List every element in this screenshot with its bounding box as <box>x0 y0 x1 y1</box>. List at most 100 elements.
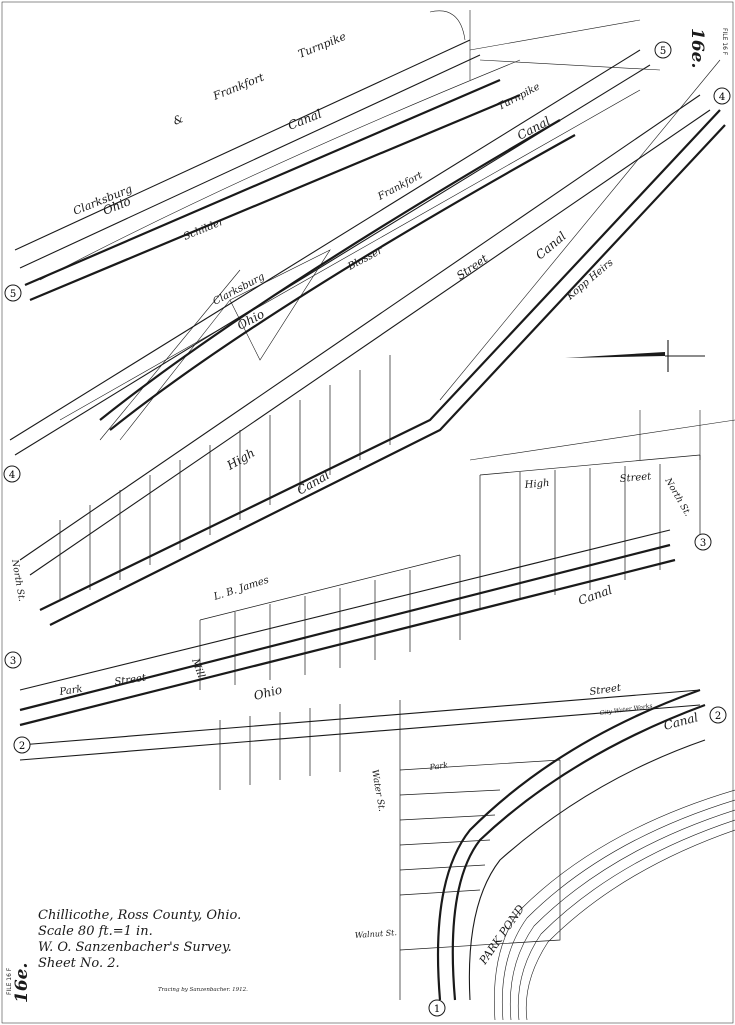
cross-streets <box>639 410 701 460</box>
title-block: Chillicothe, Ross County, Ohio. Scale 80… <box>38 908 268 972</box>
turnpike-road-edge-2 <box>19 54 481 269</box>
marker-4-left: 4 <box>9 470 15 481</box>
label-lb-james: L. B. James <box>212 575 271 603</box>
label-street-1: Street <box>454 252 490 283</box>
park-pond-contours <box>494 789 735 1021</box>
north-arrow-pointer <box>565 352 665 358</box>
marker-circle <box>428 999 446 1017</box>
high-street-line <box>469 419 735 461</box>
middle-corridor <box>9 49 651 456</box>
canal-line-2 <box>29 93 521 302</box>
canal-lower <box>19 529 701 761</box>
label-park-2: Park <box>428 760 449 772</box>
marker-circle <box>4 651 22 669</box>
marker-4-top: 4 <box>719 92 725 103</box>
pond-contour-1 <box>494 789 735 1021</box>
pond-contour-3 <box>509 809 735 1021</box>
north-arrow <box>565 340 705 372</box>
mid-thin-1 <box>59 89 641 421</box>
label-canal-1: Canal <box>286 107 324 133</box>
label-walnut-st: Walnut St. <box>355 928 398 940</box>
marker-3-left: 3 <box>10 656 16 667</box>
label-high-1: High <box>224 446 258 473</box>
lower-lot-lines <box>219 704 341 790</box>
tracer-signature: Tracing by Sanzenbacher. 1912. <box>158 987 248 993</box>
marker-circle <box>713 87 731 105</box>
label-street-4: Street <box>589 683 623 698</box>
label-frankfort-top: Frankfort <box>210 70 266 103</box>
label-street-3: Street <box>114 673 148 688</box>
title-line-1: Chillicothe, Ross County, Ohio. <box>38 908 242 923</box>
title-line-4: Sheet No. 2. <box>38 956 120 971</box>
label-schilder: Schilder <box>182 216 227 243</box>
marker-2-left: 2 <box>19 741 25 752</box>
block-outline <box>479 454 701 610</box>
file-number-top: FILE 16 F <box>721 28 728 56</box>
marker-3-right: 3 <box>700 538 706 549</box>
pond-contour-2 <box>502 799 735 1021</box>
label-north-st-2: North St. <box>9 558 26 603</box>
water-street-lots <box>399 759 561 951</box>
canal-bottom <box>436 688 706 1001</box>
label-canal-5: Canal <box>576 583 614 608</box>
sheet-number-bottom: 16e. <box>12 962 32 1003</box>
road-curve <box>429 10 466 41</box>
label-park-pond: PARK POND <box>476 902 527 967</box>
block-lots <box>519 464 661 600</box>
pond-contour-5 <box>525 829 735 1021</box>
label-city-water-works: City Water Works <box>599 703 653 717</box>
canal-line-1 <box>24 78 501 287</box>
marker-circle <box>694 533 712 551</box>
label-clarksburg-mid: Clarksburg <box>211 271 266 307</box>
label-kopp-heirs: Kopp Heirs <box>564 257 615 303</box>
marker-5-top: 5 <box>660 46 666 57</box>
block-high-street <box>469 410 735 610</box>
park-street-line-3 <box>19 704 701 761</box>
canal-right-2 <box>49 124 726 626</box>
marker-circle <box>3 465 21 483</box>
section-markers: 5 5 4 4 3 3 2 2 1 <box>3 41 731 1017</box>
title-line-3: W. O. Sanzenbacher's Survey. <box>38 940 232 955</box>
label-canal-6: Canal <box>662 710 700 733</box>
marker-2-right: 2 <box>715 711 721 722</box>
marker-circle <box>654 41 672 59</box>
canal-lower-1 <box>19 543 671 712</box>
label-north-st-1: North St. <box>662 476 692 519</box>
sheet-number-top: 16e. <box>687 28 707 69</box>
label-amp: & <box>171 112 185 128</box>
canal-bottom-1 <box>436 688 701 1001</box>
canal-corridor-right <box>19 59 726 626</box>
label-turnpike-top: Turnpike <box>296 30 348 61</box>
marker-5-left: 5 <box>10 289 16 300</box>
marker-1-bottom: 1 <box>434 1004 440 1015</box>
stippled-area <box>229 249 331 361</box>
turnpike-road-edge <box>14 39 471 251</box>
file-number-bottom: FILE 16 F <box>6 967 13 995</box>
high-street-lots <box>59 355 391 600</box>
canal-lower-2 <box>19 558 676 727</box>
north-arrow-cross <box>665 340 705 372</box>
label-canal-3: Canal <box>533 229 569 262</box>
diagonal-line <box>99 269 241 441</box>
property-line-1 <box>39 59 521 281</box>
label-park-1: Park <box>58 684 83 698</box>
label-water-st: Water St. <box>369 769 386 813</box>
marker-circle <box>13 736 31 754</box>
high-st-edge-2 <box>29 109 711 576</box>
high-st-edge-1 <box>19 94 701 561</box>
canal-bottom-2 <box>451 703 706 1001</box>
label-canal-2: Canal <box>515 114 553 143</box>
right-thin-1 <box>439 59 721 401</box>
title-line-2: Scale 80 ft.=1 in. <box>38 924 153 939</box>
mid-road-1 <box>9 49 641 441</box>
label-high-2: High <box>523 478 550 491</box>
park-street-line-1 <box>19 529 671 691</box>
pond-contour-4 <box>517 819 735 1021</box>
label-mill: Mill <box>189 656 206 679</box>
road-ext <box>469 19 641 51</box>
canal-right-1 <box>39 109 721 611</box>
lot-lines-1 <box>59 355 391 600</box>
label-ohio-3: Ohio <box>252 682 283 703</box>
